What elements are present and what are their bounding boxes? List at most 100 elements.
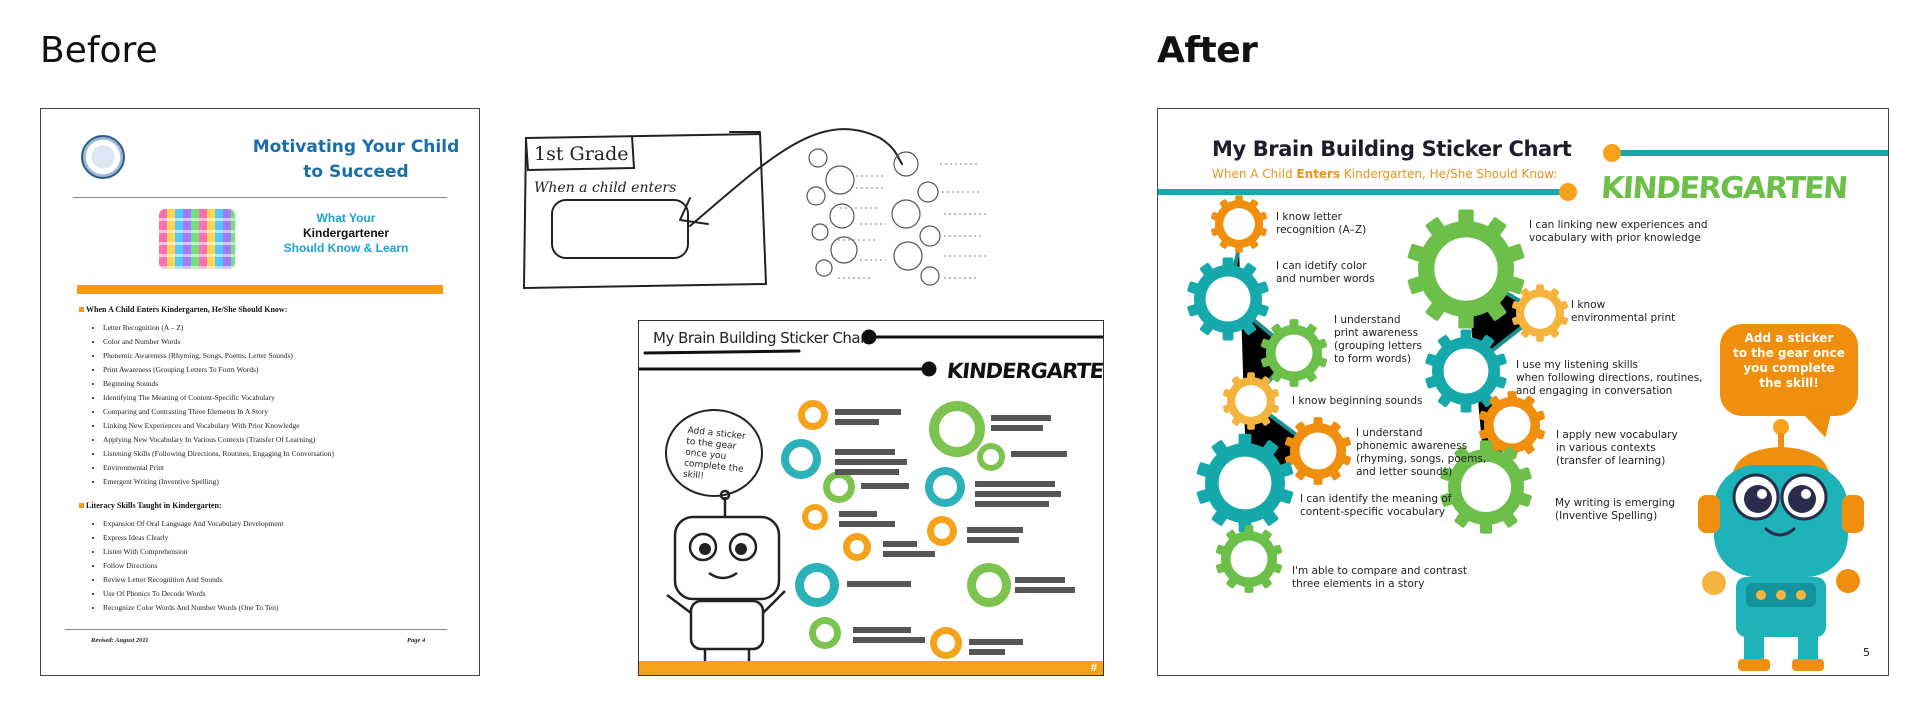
list-item: Color and Number Words	[103, 335, 334, 349]
list-item: Print Awareness (Grouping Letters To For…	[103, 363, 334, 377]
sketch-text-lines	[838, 163, 988, 279]
gear-3	[1260, 319, 1328, 387]
robot-left-eye	[1744, 485, 1772, 513]
list-item: Listening Skills (Following Directions, …	[103, 447, 334, 461]
footer-page: Page 4	[407, 637, 426, 644]
document-title-line1: Motivating Your Child	[252, 137, 460, 157]
robot-right-gear	[1836, 569, 1860, 593]
subtitle-line3: Should Know & Learn	[283, 241, 409, 255]
gears	[1187, 195, 1568, 593]
robot-antenna-ball	[1773, 419, 1789, 435]
subtitle-line1: What Your	[316, 211, 376, 225]
hashtag-icon: #	[1090, 662, 1097, 674]
list-item: Identifying The Meaning of Content-Speci…	[103, 391, 334, 405]
gear-2	[1187, 257, 1269, 341]
wireframe-sketch: My Brain Building Sticker Chart KINDERGA…	[638, 320, 1104, 676]
list-item: Follow Directions	[103, 559, 284, 573]
skill-apply-vocabulary: I apply new vocabulary in various contex…	[1556, 429, 1678, 467]
list-item: Linking New Experiences and Vocabulary W…	[103, 419, 334, 433]
sticker-chart-page: My Brain Building Sticker Chart When A C…	[1157, 108, 1889, 676]
skill-print-awareness: I understand print awareness (grouping l…	[1334, 314, 1423, 365]
wireframe-drawing	[639, 329, 1103, 669]
section2-list: Expansion Of Oral Language And Vocabular…	[103, 517, 284, 615]
robot-right-eye	[1788, 485, 1816, 513]
robot-left-gear	[1702, 571, 1726, 595]
robot-speech-bubble	[1720, 324, 1858, 416]
document-subtitle: What Your Kindergartener Should Know & L…	[251, 211, 441, 256]
sketch-frame	[522, 128, 903, 290]
list-item: Letter Recognition (A – Z)	[103, 321, 334, 335]
list-item: Phonemic Awareness (Rhyming, Songs, Poem…	[103, 349, 334, 363]
orange-divider-bar	[77, 285, 443, 294]
alphabet-blocks-image	[159, 209, 235, 269]
skill-environmental-print: I know environmental print	[1571, 299, 1676, 324]
wireframe-footer-bar	[639, 661, 1103, 675]
wireframe-gears	[781, 400, 1011, 659]
list-item: Applying New Vocabulary In Various Conte…	[103, 433, 334, 447]
teal-rule-middle	[1158, 189, 1566, 195]
list-item: Emergent Writing (Inventive Spelling)	[103, 475, 334, 489]
list-item: Expansion Of Oral Language And Vocabular…	[103, 517, 284, 531]
robot-illustration	[1698, 419, 1864, 671]
list-item: Comparing and Contrasting Three Elements…	[103, 405, 334, 419]
gear-7	[1215, 525, 1283, 593]
sketch-handwriting: When a child enters	[534, 180, 676, 196]
gear-8	[1407, 209, 1525, 329]
orange-dot-top	[1603, 144, 1621, 162]
gear-6	[1196, 433, 1294, 533]
section2-heading: Literacy Skills Taught in Kindergarten:	[79, 501, 222, 510]
document-divider	[73, 197, 447, 198]
after-heading: After	[1157, 30, 1258, 71]
subtitle-line2: Kindergartener	[302, 226, 390, 240]
gear-chain-graphic	[1187, 195, 1864, 671]
list-item: Express Ideas Clearly	[103, 531, 284, 545]
list-item: Review Letter Recognition And Sounds	[103, 573, 284, 587]
document-title-line2: to Succeed	[303, 162, 409, 182]
wireframe-speech-bubble	[665, 409, 763, 497]
sketch-gear-circles	[806, 148, 941, 286]
list-item: Environmental Print	[103, 461, 334, 475]
school-seal-icon	[81, 135, 125, 179]
gear-1	[1211, 195, 1267, 253]
list-item: Recognize Color Words And Number Words (…	[103, 601, 284, 615]
gear-12	[1440, 440, 1532, 534]
sketch-grade-label: 1st Grade	[534, 143, 629, 165]
skill-listening: I use my listening skills when following…	[1516, 359, 1703, 397]
skill-compare-contrast: I'm able to compare and contrast three e…	[1292, 565, 1468, 590]
robot-bubble-text: Add a sticker to the gear once you compl…	[1733, 331, 1845, 390]
footer-revised: Revised: August 2011	[91, 637, 149, 644]
wireframe-title: My Brain Building Sticker Chart	[653, 329, 872, 347]
skill-content-vocabulary: I can identify the meaning of content-sp…	[1300, 493, 1452, 518]
skill-letter-recognition: I know letter recognition (A–Z)	[1276, 211, 1367, 236]
gear-9	[1512, 284, 1568, 342]
skill-phonemic-awareness: I understand phonemic awareness (rhyming…	[1356, 427, 1487, 478]
gear-10	[1425, 329, 1507, 413]
chart-subtitle: When A Child Enters Kindergarten, He/She…	[1212, 167, 1557, 181]
gear-4	[1223, 372, 1279, 430]
teal-rule-top	[1610, 150, 1888, 156]
skill-emergent-writing: My writing is emerging (Inventive Spelli…	[1555, 497, 1676, 522]
document-title: Motivating Your Child to Succeed	[241, 135, 471, 185]
page-number: 5	[1863, 646, 1870, 659]
before-document-page: Motivating Your Child to Succeed What Yo…	[40, 108, 480, 676]
skill-prior-knowledge: I can linking new experiences and vocabu…	[1529, 219, 1708, 244]
subtitle-pre: When A Child	[1212, 167, 1297, 181]
subtitle-bold: Enters	[1296, 167, 1341, 181]
section1-heading: When A Child Enters Kindergarten, He/She…	[79, 305, 287, 314]
gear-5	[1284, 417, 1352, 485]
orange-dot-middle	[1559, 183, 1577, 201]
chart-title: My Brain Building Sticker Chart	[1212, 137, 1572, 161]
hand-sketch: 1st Grade When a child enters	[522, 128, 988, 290]
list-item: Listen With Comprehension	[103, 545, 284, 559]
skill-color-number-words: I can idetify color and number words	[1276, 260, 1375, 285]
section1-list: Letter Recognition (A – Z) Color and Num…	[103, 321, 334, 489]
list-item: Use Of Phonics To Decode Words	[103, 587, 284, 601]
skill-beginning-sounds: I know beginning sounds	[1292, 395, 1423, 407]
robot-head	[1714, 465, 1848, 577]
before-heading: Before	[40, 30, 158, 71]
wireframe-text-bars	[835, 409, 1075, 655]
subtitle-post: Kindergarten, He/She Should Know:	[1340, 167, 1558, 181]
wireframe-robot	[666, 489, 786, 669]
footer-divider	[65, 629, 447, 630]
list-item: Beginning Sounds	[103, 377, 334, 391]
